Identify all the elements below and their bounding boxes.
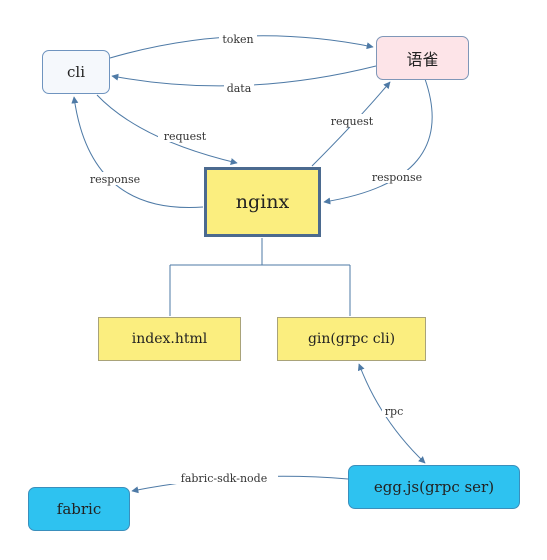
edge-label-data: data — [227, 82, 252, 95]
node-nginx: nginx — [204, 167, 321, 237]
node-egg-label: egg.js(grpc ser) — [373, 478, 495, 496]
node-fabric-label: fabric — [56, 500, 102, 518]
edge-label-request-left: request — [164, 130, 207, 143]
node-cli: cli — [42, 50, 110, 94]
node-index-html-label: index.html — [131, 331, 208, 347]
node-egg: egg.js(grpc ser) — [348, 465, 520, 509]
edge-label-response-right: response — [372, 171, 422, 184]
node-gin-label: gin(grpc cli) — [307, 331, 396, 347]
edge-response-right — [323, 78, 433, 205]
node-yuque-label: 语雀 — [406, 50, 439, 69]
edge-label-response-left: response — [90, 173, 140, 186]
edge-label-request-right: request — [331, 115, 374, 128]
tree-connector — [169, 238, 351, 316]
edge-request-left — [96, 94, 238, 165]
edge-response-left — [71, 96, 204, 209]
edge-label-rpc: rpc — [385, 405, 403, 418]
node-gin: gin(grpc cli) — [277, 317, 426, 361]
node-index-html: index.html — [98, 317, 241, 361]
edge-label-token: token — [222, 33, 253, 46]
node-fabric: fabric — [28, 487, 130, 531]
node-cli-label: cli — [67, 63, 85, 81]
edge-label-fabric-sdk: fabric-sdk-node — [181, 472, 267, 485]
node-yuque: 语雀 — [376, 36, 469, 80]
node-nginx-label: nginx — [235, 191, 290, 213]
